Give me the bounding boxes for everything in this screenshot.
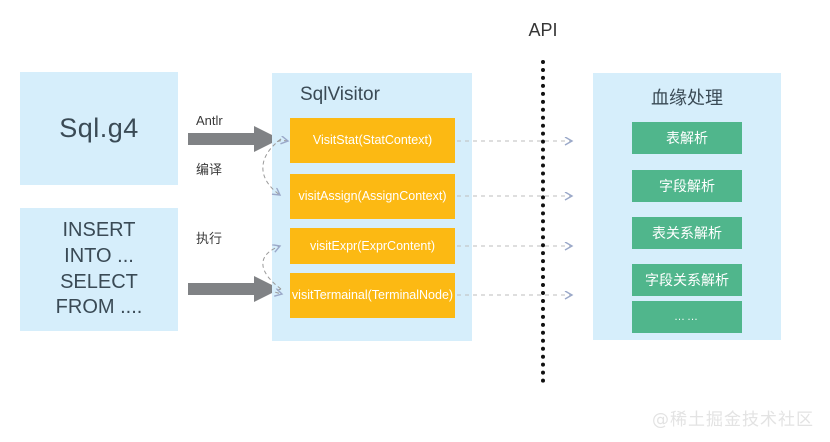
api-boundary-divider — [541, 60, 545, 383]
arrow-label-antlr: Antlr — [196, 113, 223, 128]
api-call-lines — [457, 141, 572, 295]
input-box-sql: INSERT INTO ... SELECT FROM .... — [20, 208, 178, 331]
arrow-antlr — [188, 126, 280, 152]
watermark: @稀土掘金技术社区 — [652, 410, 814, 430]
arrow-execute — [188, 276, 280, 302]
lineage-panel-title: 血缘处理 — [651, 88, 723, 108]
api-label: API — [528, 20, 558, 40]
lineage-step-box[interactable]: 字段关系解析 — [632, 264, 742, 296]
input-box-grammar: Sql.g4 — [20, 72, 178, 185]
visitor-method-box[interactable]: VisitStat(StatContext) — [290, 118, 455, 163]
lineage-panel — [593, 73, 781, 340]
lineage-step-box[interactable]: 字段解析 — [632, 170, 742, 202]
visitor-method-box[interactable]: visitAssign(AssignContext) — [290, 174, 455, 219]
visitor-panel-title: SqlVisitor — [300, 84, 380, 105]
lineage-step-box[interactable]: …… — [632, 301, 742, 333]
arrow-label-compile: 编译 — [196, 162, 223, 177]
visitor-method-box[interactable]: visitTermainal(TerminalNode) — [290, 273, 455, 318]
lineage-step-box[interactable]: 表关系解析 — [632, 217, 742, 249]
visitor-method-box[interactable]: visitExpr(ExprContent) — [290, 228, 455, 264]
lineage-step-box[interactable]: 表解析 — [632, 122, 742, 154]
arrow-label-execute: 执行 — [196, 231, 223, 246]
